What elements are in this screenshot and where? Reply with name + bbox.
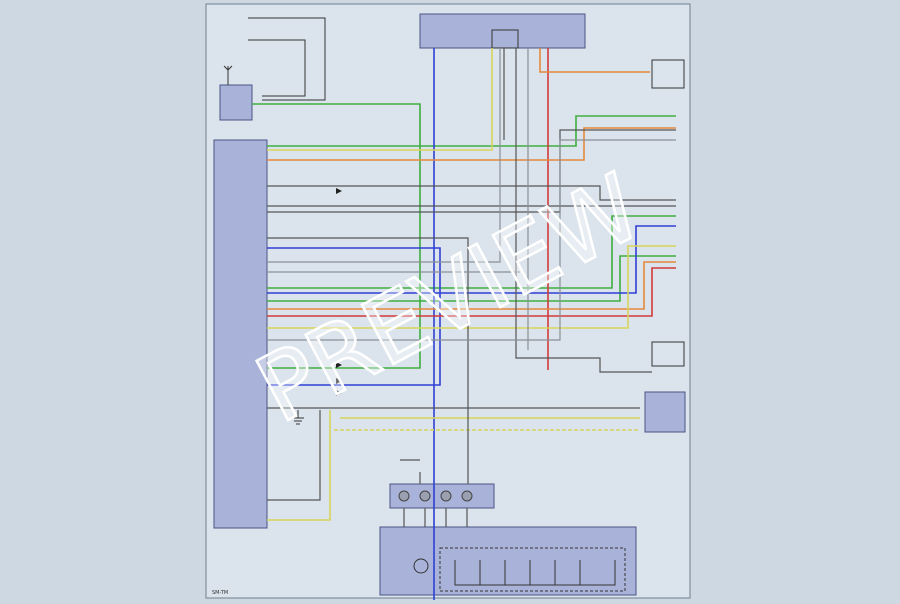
speaker-symbol [413, 558, 429, 574]
bottom-panel-module [379, 526, 637, 596]
right-module-upper [651, 59, 685, 89]
green-wires [252, 103, 676, 369]
ground-symbol [292, 410, 304, 425]
antenna-symbol [223, 65, 233, 78]
orange-wires [267, 48, 676, 310]
right-module-lower [644, 391, 686, 433]
gray-wires [267, 48, 676, 350]
bottom-switch-circles [398, 490, 473, 502]
bottom-panel-inner [439, 547, 626, 592]
top-center-inner-box [491, 29, 519, 49]
switch-ladder [454, 560, 616, 586]
red-wires [267, 48, 676, 370]
main-left-module [213, 139, 268, 529]
signal-arrows [336, 188, 342, 396]
right-module-middle [651, 341, 685, 367]
top-center-module [419, 13, 586, 49]
top-left-components [219, 17, 326, 121]
yellow-wires [267, 48, 676, 521]
